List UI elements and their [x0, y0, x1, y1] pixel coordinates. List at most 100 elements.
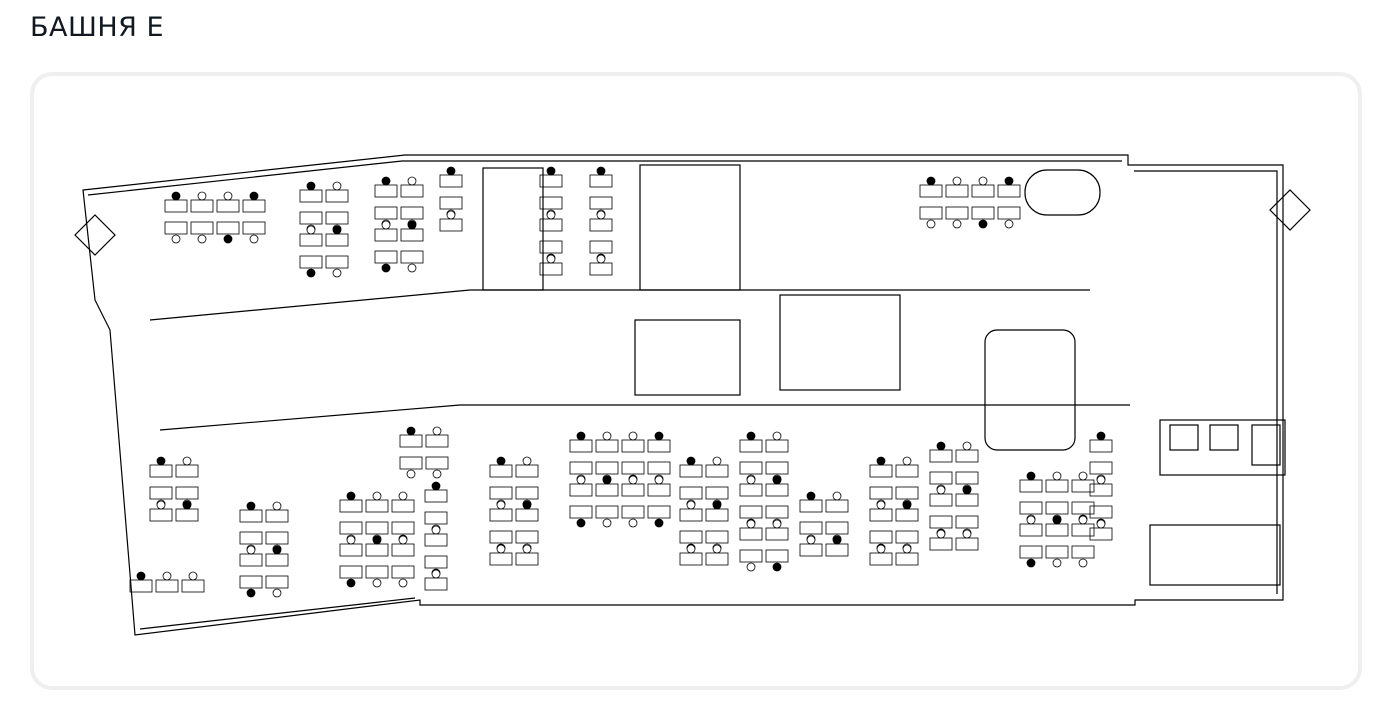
chair: [596, 166, 606, 176]
desk: [515, 486, 539, 500]
chair: [406, 426, 416, 436]
chair: [902, 544, 912, 554]
desk: [325, 233, 349, 247]
desk: [489, 552, 513, 566]
desk: [1071, 479, 1095, 493]
chair: [978, 176, 988, 186]
chair: [372, 578, 382, 588]
chair: [156, 500, 166, 510]
chair: [628, 475, 638, 485]
desk: [424, 511, 448, 525]
chair: [654, 475, 664, 485]
chair: [576, 431, 586, 441]
desk: [265, 509, 289, 523]
desk: [569, 505, 593, 519]
desk: [705, 530, 729, 544]
chair: [712, 500, 722, 510]
desk: [365, 543, 389, 557]
stair-core: [482, 167, 544, 291]
desk: [489, 530, 513, 544]
desk: [955, 515, 979, 529]
chair: [1052, 471, 1062, 481]
desk: [424, 533, 448, 547]
chair: [1078, 515, 1088, 525]
lift-shaft: [1169, 424, 1199, 451]
desk: [621, 505, 645, 519]
desk: [869, 530, 893, 544]
chair: [197, 191, 207, 201]
desk: [765, 461, 789, 475]
desk: [589, 218, 613, 232]
chair: [188, 571, 198, 581]
desk: [391, 521, 415, 535]
chair: [876, 456, 886, 466]
desk: [424, 489, 448, 503]
desk: [679, 552, 703, 566]
chair: [1004, 219, 1014, 229]
chair: [962, 441, 972, 451]
chair: [952, 219, 962, 229]
desk: [589, 196, 613, 210]
desk: [1045, 545, 1069, 559]
chair: [832, 535, 842, 545]
chair: [522, 500, 532, 510]
chair: [223, 191, 233, 201]
chair: [936, 441, 946, 451]
chair: [746, 431, 756, 441]
desk: [1089, 483, 1113, 497]
desk: [647, 505, 671, 519]
desk: [374, 184, 398, 198]
desk: [539, 240, 563, 254]
chair: [162, 571, 172, 581]
desk: [424, 577, 448, 591]
desk: [489, 464, 513, 478]
chair: [832, 491, 842, 501]
desk: [1019, 523, 1043, 537]
chair: [182, 500, 192, 510]
page-title: БАШНЯ Е: [30, 12, 165, 43]
chair: [372, 491, 382, 501]
desk: [955, 449, 979, 463]
chair: [446, 210, 456, 220]
desk: [374, 206, 398, 220]
desk: [265, 575, 289, 589]
chair: [407, 263, 417, 273]
chair: [546, 210, 556, 220]
desk: [895, 508, 919, 522]
desk: [1071, 501, 1095, 515]
desk: [391, 499, 415, 513]
chair: [431, 481, 441, 491]
desk: [400, 184, 424, 198]
desk: [1089, 527, 1113, 541]
desk: [997, 206, 1021, 220]
chair: [407, 176, 417, 186]
corridor-lower: [159, 404, 1130, 431]
desk: [1071, 523, 1095, 537]
desk: [1019, 479, 1043, 493]
chair: [496, 456, 506, 466]
chair: [602, 518, 612, 528]
chair: [272, 501, 282, 511]
desk: [895, 530, 919, 544]
chair: [381, 263, 391, 273]
chair: [306, 268, 316, 278]
chair: [1096, 431, 1106, 441]
desk: [515, 508, 539, 522]
desk: [515, 530, 539, 544]
chair: [806, 491, 816, 501]
chair: [496, 500, 506, 510]
desk: [391, 543, 415, 557]
desk: [299, 211, 323, 225]
desk: [239, 553, 263, 567]
chair: [171, 191, 181, 201]
desk: [155, 579, 179, 593]
chair: [926, 176, 936, 186]
chair: [654, 518, 664, 528]
entrance-left: [74, 214, 116, 256]
desk: [929, 449, 953, 463]
chair: [446, 166, 456, 176]
chair: [249, 234, 259, 244]
chair: [686, 456, 696, 466]
chair: [496, 544, 506, 554]
